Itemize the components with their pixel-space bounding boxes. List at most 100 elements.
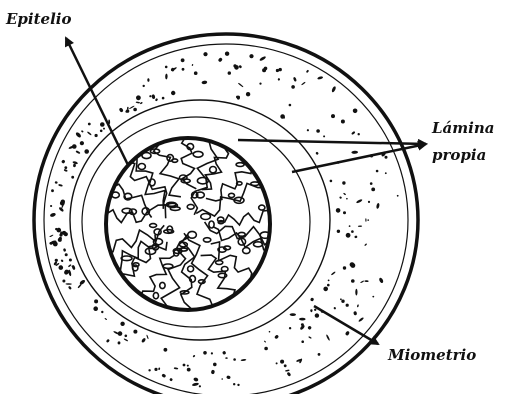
speckle bbox=[133, 108, 137, 112]
speckle bbox=[346, 233, 351, 238]
speckle bbox=[323, 287, 328, 292]
speckle bbox=[226, 375, 231, 379]
speckle bbox=[191, 64, 193, 66]
speckle bbox=[146, 335, 149, 340]
speckle bbox=[103, 128, 105, 130]
speckle bbox=[140, 102, 143, 105]
speckle bbox=[87, 131, 92, 136]
speckle bbox=[51, 189, 54, 192]
speckle bbox=[169, 378, 173, 382]
speckle bbox=[193, 377, 199, 382]
speckle bbox=[333, 307, 336, 310]
speckle bbox=[280, 360, 284, 364]
epithelium-boundary bbox=[106, 138, 270, 310]
speckle bbox=[328, 280, 330, 282]
speckle bbox=[222, 351, 226, 356]
speckle bbox=[345, 331, 350, 337]
speckle bbox=[228, 71, 231, 74]
speckle bbox=[307, 325, 312, 330]
speckle bbox=[364, 243, 367, 246]
speckle bbox=[64, 169, 68, 172]
speckle bbox=[351, 131, 356, 135]
speckle bbox=[299, 318, 306, 321]
speckle bbox=[61, 159, 66, 164]
speckle bbox=[385, 172, 387, 174]
speckle bbox=[307, 129, 309, 131]
speckle bbox=[376, 170, 379, 173]
speckle bbox=[213, 363, 217, 367]
speckle bbox=[285, 369, 290, 371]
speckle bbox=[315, 151, 319, 155]
speckle bbox=[306, 70, 309, 74]
speckle bbox=[194, 71, 198, 75]
speckle bbox=[289, 327, 291, 329]
speckle bbox=[60, 259, 63, 262]
speckle bbox=[64, 270, 68, 274]
speckle bbox=[141, 337, 146, 343]
speckle bbox=[280, 114, 285, 119]
speckle bbox=[397, 195, 399, 197]
speckle bbox=[55, 259, 58, 262]
speckle bbox=[72, 144, 77, 149]
speckle bbox=[165, 66, 168, 69]
speckle bbox=[241, 359, 247, 362]
speckle bbox=[311, 310, 313, 312]
speckle bbox=[274, 334, 279, 339]
speckle bbox=[351, 279, 355, 283]
speckle bbox=[148, 369, 150, 371]
speckle bbox=[259, 56, 266, 62]
speckle bbox=[371, 188, 375, 192]
speckle bbox=[346, 304, 349, 307]
speckle bbox=[58, 206, 64, 212]
speckle bbox=[308, 336, 312, 339]
speckle bbox=[181, 58, 185, 62]
speckle bbox=[340, 298, 342, 300]
speckle bbox=[310, 297, 314, 301]
speckle bbox=[339, 196, 342, 199]
speckle bbox=[355, 289, 357, 296]
speckle bbox=[331, 114, 335, 118]
speckle bbox=[162, 97, 165, 100]
speckle bbox=[199, 385, 201, 387]
speckle bbox=[331, 86, 336, 93]
speckle bbox=[301, 81, 306, 85]
speckle bbox=[93, 306, 98, 311]
speckle bbox=[233, 64, 236, 67]
speckle bbox=[276, 362, 278, 364]
speckle bbox=[75, 131, 82, 138]
speckle bbox=[55, 181, 58, 184]
speckle bbox=[174, 367, 179, 369]
speckle bbox=[101, 311, 103, 313]
speckle bbox=[120, 322, 124, 326]
speckle bbox=[119, 107, 124, 113]
speckle bbox=[315, 313, 319, 317]
speckle bbox=[65, 283, 71, 285]
speckle bbox=[330, 180, 333, 183]
speckle bbox=[225, 52, 229, 56]
speckle bbox=[289, 104, 292, 107]
speckle bbox=[358, 225, 362, 227]
speckle bbox=[277, 78, 280, 81]
speckle bbox=[259, 83, 261, 85]
speckle bbox=[341, 120, 345, 124]
speckle bbox=[343, 211, 346, 214]
speckle bbox=[61, 200, 65, 204]
speckle bbox=[58, 184, 63, 187]
speckle bbox=[290, 313, 296, 316]
speckle bbox=[351, 151, 358, 154]
speckle bbox=[94, 299, 98, 303]
speckle bbox=[286, 372, 291, 377]
speckle bbox=[183, 364, 186, 367]
speckle bbox=[62, 231, 66, 235]
speckle bbox=[365, 218, 366, 222]
speckle bbox=[367, 219, 369, 221]
speckle bbox=[79, 279, 86, 285]
speckle bbox=[63, 248, 66, 252]
speckle bbox=[154, 368, 157, 371]
speckle bbox=[95, 134, 98, 137]
speckle bbox=[125, 335, 128, 338]
speckle bbox=[350, 262, 355, 267]
speckle bbox=[50, 212, 57, 217]
lamina-label-line2: propia bbox=[432, 146, 486, 164]
speckle bbox=[59, 265, 64, 270]
